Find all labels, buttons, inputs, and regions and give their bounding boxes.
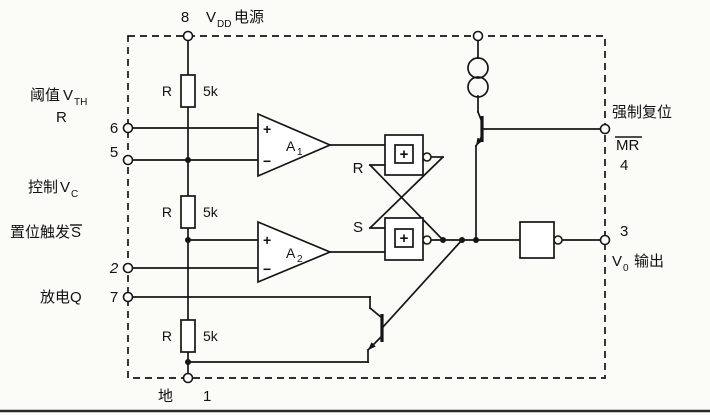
a1-label: A [286,138,296,154]
threshold-r-label: R [56,109,67,126]
ground-label: 地 [158,388,173,405]
flipflop-gate-s-symbol: + [400,230,409,247]
pin7-terminal [122,291,134,303]
pin2-terminal [122,262,134,274]
a2-plus-input: + [263,232,271,248]
current-source-icon [467,57,489,98]
resistor-2: R 5k [162,195,219,229]
resistor-3-value: 5k [203,328,219,344]
pin8-terminal [182,30,194,42]
reset-transistor-emitter-arrow [476,137,483,146]
a2-minus-input: − [263,261,271,277]
output-buffer [519,221,563,259]
pin4-number: 4 [620,157,628,174]
control-label-sub: C [71,189,78,200]
output-label-v: V [612,253,622,270]
flipflop-gate-r: + [384,134,432,176]
resistor-1-value: 5k [203,83,219,99]
pin-terminals [122,30,611,384]
vdd-label-v: V [206,9,216,26]
flipflop-s-input-label: S [353,219,363,236]
pin6-number: 6 [110,120,118,137]
threshold-label-v: V [63,87,73,104]
pin2-number: 2 [109,260,119,277]
control-label: 控制 [28,179,58,196]
ic-boundary [127,35,606,379]
pin8-number: 8 [181,9,189,26]
pin3-terminal [599,234,611,246]
output-buffer-bubble [553,235,563,245]
pin6-terminal [122,122,134,134]
resistor-3-name: R [162,328,172,344]
pin1-number: 1 [203,388,211,405]
vdd-branch-terminal [472,30,484,42]
vdd-label-text: 电源 [234,9,264,26]
resistor-3: R 5k [162,319,219,353]
a1-plus-input: + [263,121,271,137]
pin7-number: 7 [110,289,118,306]
flipflop-gate-s: + [384,217,432,261]
vdd-label-sub: DD [217,19,231,30]
a2-label-sub: 2 [297,254,303,265]
discharge-label: 放电Q [40,289,82,306]
a2-label: A [286,245,296,261]
control-label-v: V [60,179,70,196]
comparator-a2: + − A 2 [257,220,333,284]
comparator-a1: + − A 1 [257,112,333,178]
flipflop-gate-s-bubble [422,235,432,245]
pin1-terminal [182,372,194,384]
threshold-label-sub: TH [74,97,87,108]
pin5-terminal [122,154,134,166]
resistor-1-name: R [162,83,172,99]
resistor-2-value: 5k [203,204,219,220]
reset-label: 强制复位 [612,103,672,121]
resistor-1: R 5k [162,74,219,108]
pin3-number: 3 [620,223,628,240]
trigger-label-s: S [71,224,81,241]
output-label-text: 输出 [634,253,664,270]
flipflop-gate-r-bubble [422,152,432,162]
pin4-terminal [599,123,611,135]
resistor-2-name: R [162,204,172,220]
junction-dots [185,157,479,365]
reset-mr-label: MR [616,137,639,154]
output-label-sub: 0 [623,263,629,274]
a1-label-sub: 1 [297,147,303,158]
flipflop-gate-r-symbol: + [400,146,409,163]
threshold-label: 阈值 [30,87,60,104]
a1-minus-input: − [263,153,271,169]
flipflop-r-input-label: R [353,160,364,177]
pin5-number: 5 [110,144,118,161]
discharge-transistor-emitter-arrow [368,342,376,350]
trigger-label: 置位触发 [10,224,70,241]
